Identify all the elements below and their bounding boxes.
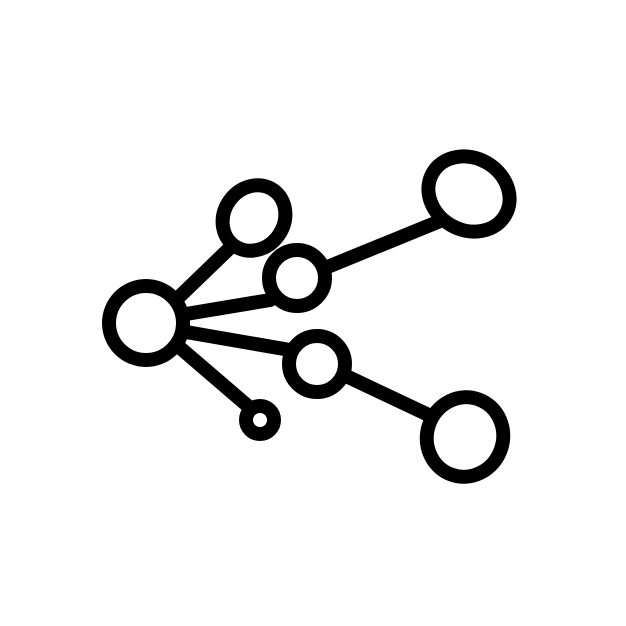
edge-center-to-upper-mid-node bbox=[179, 293, 277, 321]
edge-lower-mid-to-far-bottom-node bbox=[337, 368, 442, 425]
small-node bbox=[239, 399, 281, 441]
edge-center-to-lower-mid-node bbox=[179, 325, 297, 357]
lower-mid-node bbox=[282, 329, 352, 399]
edge-upper-mid-to-far-top-node bbox=[318, 212, 452, 275]
graph-nodes bbox=[102, 149, 517, 484]
far-bottom-node bbox=[419, 390, 511, 484]
far-top-node bbox=[421, 149, 517, 239]
graph-edges bbox=[171, 212, 452, 425]
center-node bbox=[102, 279, 190, 367]
edge-center-to-top-node bbox=[171, 235, 243, 305]
edge-center-to-small-node bbox=[171, 339, 256, 414]
top-node bbox=[215, 178, 293, 258]
upper-mid-node bbox=[262, 243, 332, 313]
